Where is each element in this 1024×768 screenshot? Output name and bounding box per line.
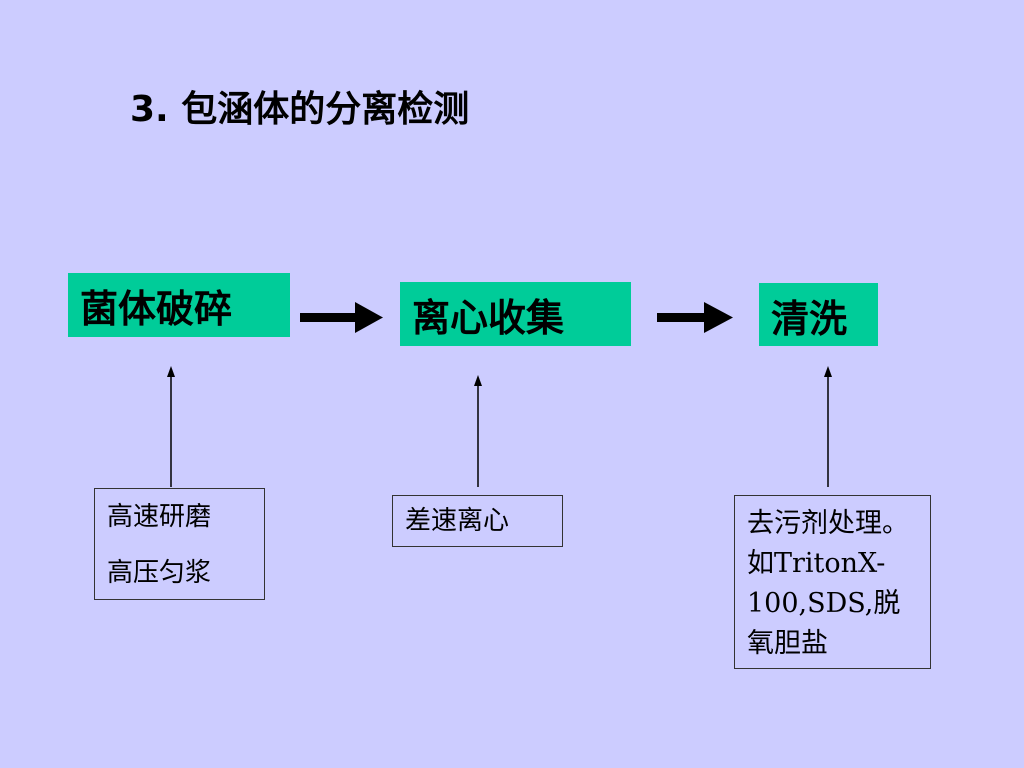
step-centrifugal-collection: 离心收集 xyxy=(400,282,631,346)
note-line: 如TritonX- xyxy=(747,548,886,579)
note-line: 去污剂处理。 xyxy=(747,508,909,539)
note-line: 高速研磨 xyxy=(107,502,212,532)
note-washing-method: 去污剂处理。 如TritonX- 100,SDS,脱 氧胆盐 xyxy=(734,495,931,669)
up-arrow-icon xyxy=(474,375,482,487)
note-line: 差速离心 xyxy=(405,506,510,536)
up-arrow-icon xyxy=(824,366,832,487)
note-centrifugation-method: 差速离心 xyxy=(392,495,563,547)
right-arrow-icon xyxy=(300,302,383,333)
step-cell-disruption: 菌体破碎 xyxy=(68,273,290,337)
note-line: 100,SDS,脱 xyxy=(747,588,901,619)
slide-title: 3. 包涵体的分离检测 xyxy=(130,89,470,130)
up-arrow-icon xyxy=(167,366,175,487)
right-arrow-icon xyxy=(657,302,733,333)
note-line: 高压匀浆 xyxy=(107,558,212,588)
note-disruption-methods: 高速研磨 高压匀浆 xyxy=(94,488,265,600)
step-washing: 清洗 xyxy=(759,283,878,346)
note-line: 氧胆盐 xyxy=(747,628,828,659)
